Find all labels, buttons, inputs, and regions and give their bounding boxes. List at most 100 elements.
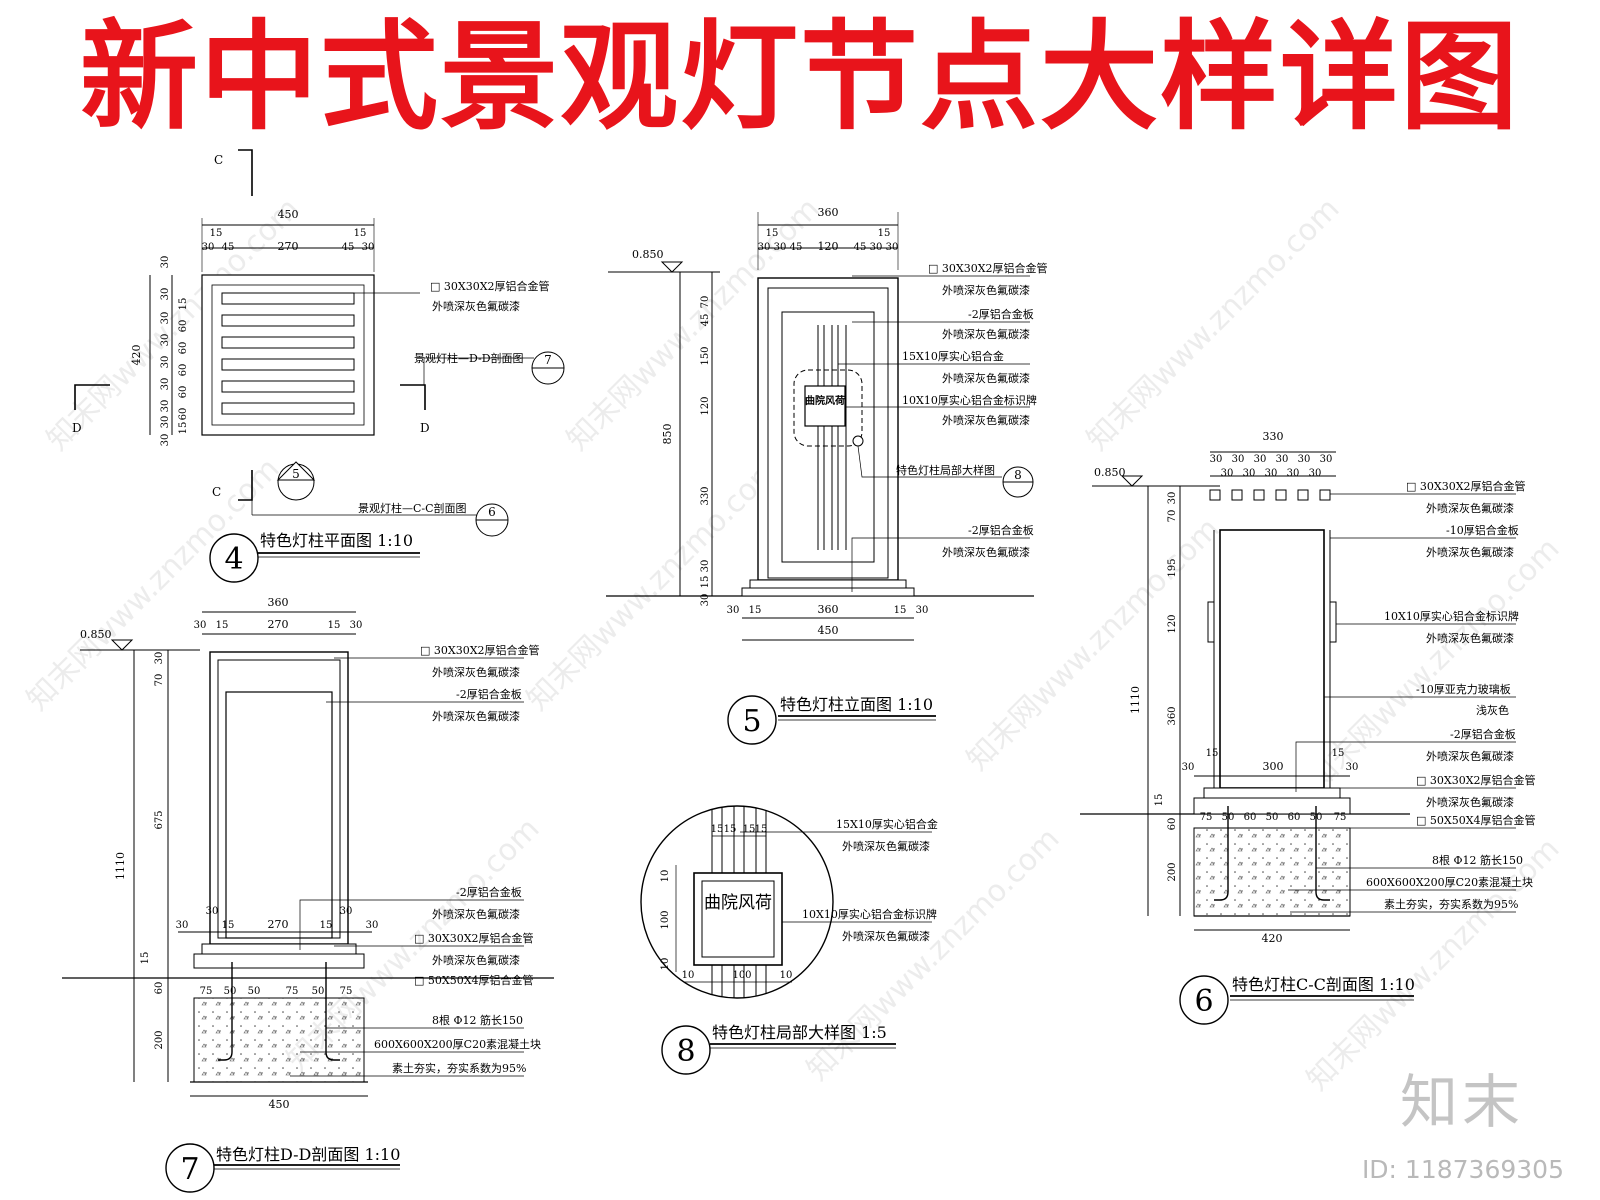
note-spec: 10X10厚实心铝合金标识牌 [802,907,937,921]
base-tubes [193,953,365,969]
note-spec: -2厚铝合金板 [968,523,1034,537]
dim-text: 50 [312,986,325,997]
dim-text: 30 [160,256,171,269]
dim-text: 30 [194,620,207,631]
dim-text: 30 [1265,468,1278,479]
view-number-bubble [727,695,777,745]
level-marker-icon [660,261,684,273]
rebar-anchor [1214,806,1229,901]
note-spec: 素土夯实，夯实系数为95% [1384,897,1518,911]
lamp-post-outline [757,277,899,581]
dim-text: 300 [1263,760,1284,773]
note-spec: □ 30X30X2厚铝合金管 [420,643,540,657]
plan-slat [221,292,355,305]
dim-text: 30 [160,378,171,391]
note-finish: 外喷深灰色氟碳漆 [432,709,520,723]
dim-text: 200 [1167,862,1178,881]
dim-text: 30 [160,416,171,429]
dim-text: 50 [1310,812,1323,823]
drawing-title: 新中式景观灯节点大样详图 [79,8,1520,146]
plan-slat [221,402,355,415]
dd-notes: □ 30X30X2厚铝合金管 外喷深灰色氟碳漆 -2厚铝合金板 外喷深灰色氟碳漆… [290,643,541,1077]
note-finish: 外喷深灰色氟碳漆 [1426,795,1514,809]
plan-view: 450 15 15 30 45 270 45 30 420 30 30 15 3… [72,149,565,583]
dim-text: 150 [700,346,711,365]
sign-plaque [693,872,783,966]
plaque-text: 曲院风荷 [805,394,845,407]
dim-text: 30 [700,594,711,607]
note-finish: 浅灰色 [1476,703,1509,717]
sign-plaque-section [1207,601,1215,643]
dim-text: 50 [224,986,237,997]
callout-number: 8 [1014,468,1022,482]
dim-text: 30 [160,312,171,325]
dd-rebar-dims: 75 50 50 75 50 75 [200,986,353,997]
dim-text: 30 [870,242,883,253]
dim-text: 15 [711,824,724,835]
dim-text: 330 [700,486,711,505]
view-number-bubble [661,1025,711,1075]
note-finish: 外喷深灰色氟碳漆 [432,907,520,921]
note-finish: 外喷深灰色氟碳漆 [942,327,1030,341]
dim-text: 1110 [114,852,127,880]
note-spec: 8根 Φ12 筋长150 [432,1013,523,1027]
dim-text: 75 [340,986,353,997]
note-spec: 600X600X200厚C20素混凝土块 [374,1037,541,1051]
dim-text: 60 [178,342,189,355]
dim-text: 30 [160,434,171,447]
view-title: 特色灯柱D-D剖面图 1:10 [216,1145,400,1164]
callout-number: 5 [292,467,300,481]
note-finish: 外喷深灰色氟碳漆 [842,839,930,853]
section-marker-icon [74,384,110,410]
base-plinth [741,587,915,597]
dim-text: 30 [160,288,171,301]
elevation-view: 0.850 曲院风荷 360 15 15 30 30 45 120 45 30 … [606,206,1048,745]
dim-text: 15 [749,605,762,616]
dim-text: 30 [774,242,787,253]
note-spec: 特色灯柱局部大样图 [896,463,995,477]
view-number: 7 [180,1152,199,1187]
dim-text: 30 [1243,468,1256,479]
dim-text: 100 [732,970,751,981]
note-spec: 10X10厚实心铝合金标识牌 [1384,609,1519,623]
view-title: 特色灯柱立面图 1:10 [780,695,933,714]
note-spec: □ 30X30X2厚铝合金管 [1406,479,1526,493]
note-spec: □ 50X50X4厚铝合金管 [1416,813,1536,827]
section-marker-icon [238,470,253,501]
cc-top-dims: 30 30 30 30 30 30 30 30 30 30 30 [1210,454,1333,479]
level-text: 0.850 [80,628,112,641]
dim-text: 30 [1298,454,1311,465]
tube-section [1209,489,1221,501]
note-finish: 外喷深灰色氟碳漆 [432,299,520,313]
dim-text: 270 [268,618,289,631]
view-number: 8 [676,1034,695,1069]
note-finish: 外喷深灰色氟碳漆 [942,283,1030,297]
plan-slat [221,336,355,349]
ref-label: 景观灯柱—C-C剖面图 [358,501,467,515]
section-label: D [420,421,430,435]
vertical-bars [817,325,847,550]
dim-text: 15 [216,620,229,631]
dim-text: 30 [366,920,379,931]
tube-section [1275,489,1287,501]
dim-text: 10 [780,970,793,981]
dim-text: 15 [724,824,737,835]
detail-boundary [793,369,863,447]
dim-text: 30 [1287,468,1300,479]
note-spec: 15X10厚实心铝合金 [902,349,1004,363]
dim-text: 15 [700,576,711,589]
dim-text: 15 [1332,748,1345,759]
note-finish: 外喷深灰色氟碳漆 [432,953,520,967]
dim-text: 30 [202,242,215,253]
sign-plaque-section [1329,601,1337,643]
dim-text: 270 [278,240,299,253]
dim-text: 30 [758,242,771,253]
detail-view: 曲院风荷 15 15 15 15 10 100 10 10 100 10 15X… [640,805,938,1075]
dim-text: 15 [320,920,333,931]
dim-text: 30 [160,334,171,347]
dim-text: 50 [248,986,261,997]
dim-text: 450 [818,624,839,637]
view-number: 4 [224,542,243,577]
level-marker-icon [1120,475,1144,487]
dim-text: 60 [1244,812,1257,823]
